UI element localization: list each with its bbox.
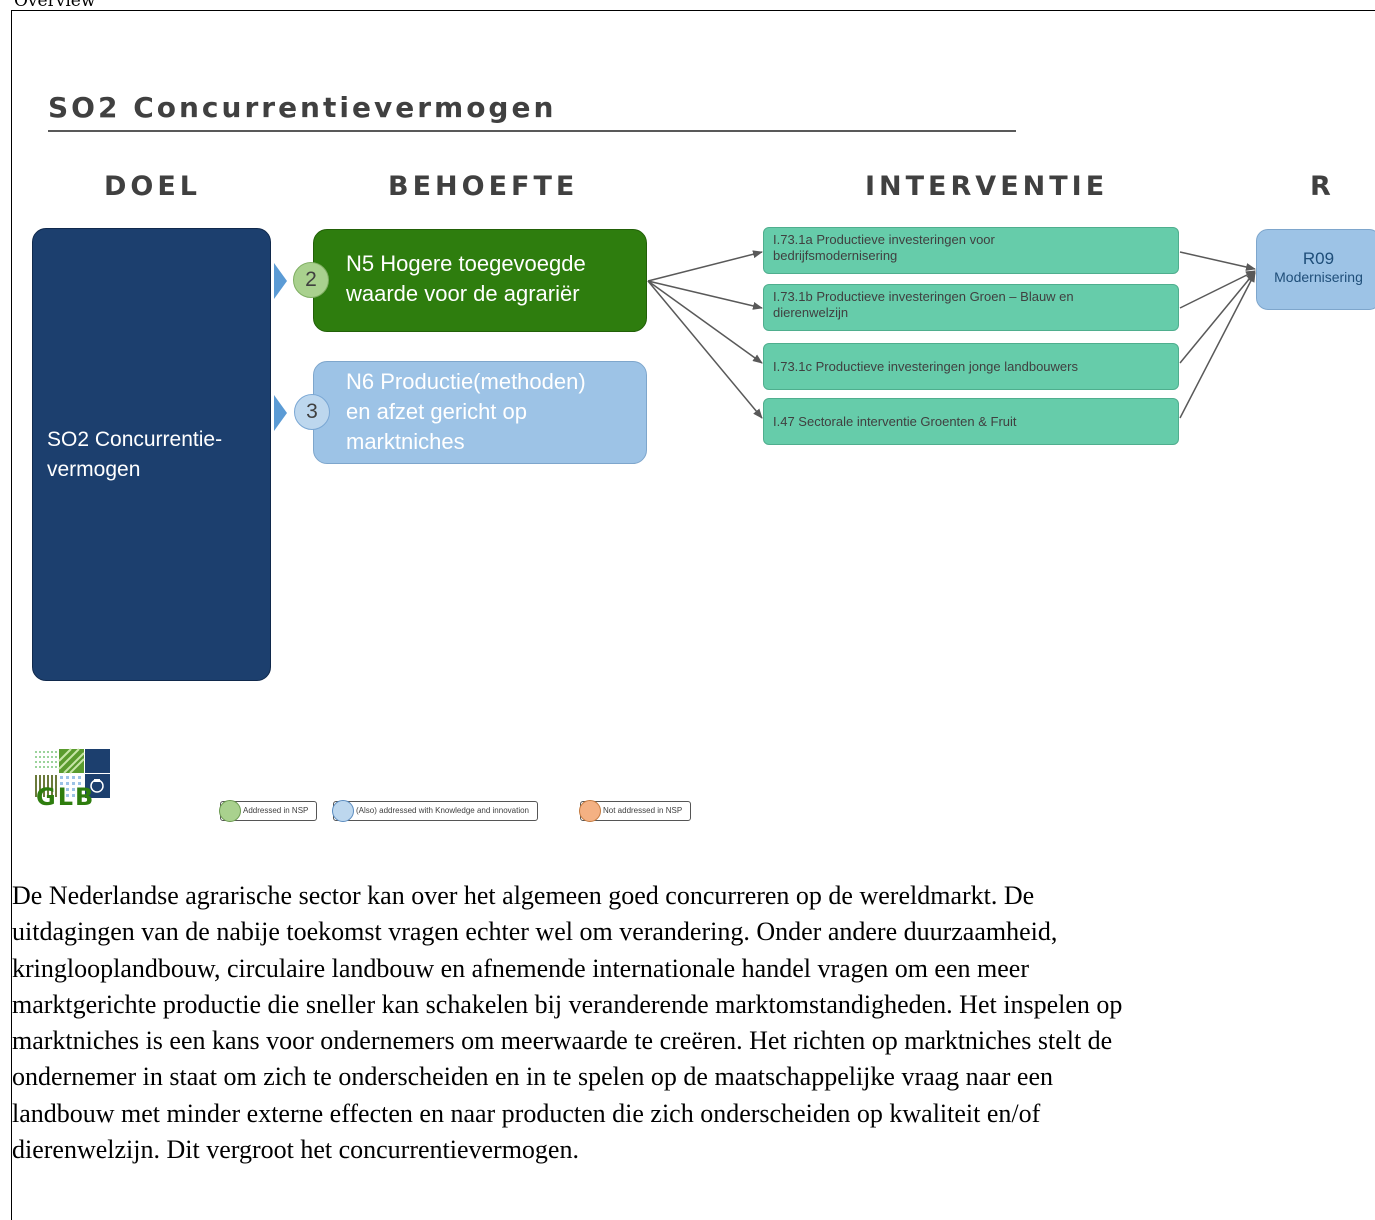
legend-swatch-blue	[332, 800, 354, 822]
connector-i47-r09	[1179, 272, 1256, 419]
legend-addressed: Addressed in NSP	[219, 800, 318, 822]
doel-box: SO2 Concurrentie- vermogen	[32, 228, 271, 681]
connector-arrows	[647, 250, 1256, 419]
need-2-pointer	[274, 263, 287, 299]
document-frame	[11, 10, 1375, 1220]
need-number-badge: 3	[294, 394, 330, 430]
column-header-interventie: INTERVENTIE	[865, 171, 1109, 202]
intervention-line-1: I.73.1a Productieve investeringen voor	[773, 232, 995, 247]
need-n6-line-2: en afzet gericht op	[346, 399, 528, 424]
connector-n5-i47	[647, 280, 763, 419]
paragraph-line: kringlooplandbouw, circulaire landbouw e…	[12, 953, 1029, 983]
need-number-badge: 2	[293, 262, 329, 298]
intervention-line-1: I.73.1b Productieve investeringen Groen …	[773, 289, 1074, 304]
need-n6-line-3: marktniches	[346, 429, 465, 454]
paragraph-line: ondernemer in staat om zich te ondersche…	[12, 1062, 1054, 1092]
legend-swatch-green	[219, 800, 241, 822]
intervention-i731b: I.73.1b Productieve investeringen Groen …	[763, 284, 1179, 331]
connector-i731c-r09	[1179, 271, 1256, 364]
doel-label: SO2 Concurrentie- vermogen	[47, 425, 257, 485]
result-label: Modernisering	[1274, 269, 1363, 285]
paragraph-line: dierenwelzijn. Dit vergroot het concurre…	[12, 1135, 579, 1165]
intervention-i731a: I.73.1a Productieve investeringen voor b…	[763, 227, 1179, 274]
legend-knowledge: (Also) addressed with Knowledge and inno…	[332, 800, 538, 822]
result-code: R09	[1302, 249, 1335, 268]
connector-i731b-r09	[1179, 270, 1256, 309]
connector-n5-i731a	[647, 250, 763, 282]
connector-i731a-r09	[1179, 251, 1256, 271]
legend-swatch-orange	[579, 800, 601, 822]
connector-n5-i731c	[647, 280, 763, 364]
need-3-pointer	[274, 395, 287, 431]
intervention-logic-slide: SO2 Concurrentievermogen DOEL BEHOEFTE I…	[12, 11, 1375, 856]
glb-logo-text: GLB	[36, 783, 96, 811]
intervention-i47: I.47 Sectorale interventie Groenten & Fr…	[763, 398, 1179, 445]
need-n6-box: N6 Productie(methoden) en afzet gericht …	[313, 361, 647, 464]
slide-title: SO2 Concurrentievermogen	[48, 91, 557, 124]
result-r09-box: R09 Modernisering	[1256, 229, 1375, 310]
column-header-behoefte: BEHOEFTE	[388, 171, 579, 202]
legend-label: Addressed in NSP	[243, 806, 309, 815]
title-underline	[48, 130, 1016, 132]
legend-label: Not addressed in NSP	[603, 806, 683, 815]
need-n5-line-1: N5 Hogere toegevoegde	[346, 251, 586, 276]
legend-label: (Also) addressed with Knowledge and inno…	[356, 806, 529, 815]
glb-logo-icon	[34, 748, 110, 798]
paragraph-line: De Nederlandse agrarische sector kan ove…	[12, 881, 1035, 910]
connector-n5-i731b	[647, 280, 763, 310]
intervention-line-2: bedrijfsmodernisering	[773, 248, 898, 263]
doel-label-line-1: SO2 Concurrentie-	[47, 428, 223, 451]
description-paragraph: De Nederlandse agrarische sector kan ove…	[12, 878, 1375, 1168]
intervention-line-1: I.73.1c Productieve investeringen jonge …	[773, 358, 1078, 374]
clipped-heading: Overview	[14, 0, 96, 11]
need-n6-line-1: N6 Productie(methoden)	[346, 369, 586, 394]
paragraph-line: uitdagingen van de nabije toekomst vrage…	[12, 917, 1058, 947]
intervention-line-1: I.47 Sectorale interventie Groenten & Fr…	[773, 413, 1017, 429]
need-n5-line-2: waarde voor de agrariër	[346, 281, 580, 306]
paragraph-line: marktniches is een kans voor ondernemers…	[12, 1026, 1113, 1056]
doel-label-line-2: vermogen	[47, 458, 141, 481]
column-header-result: R	[1310, 171, 1335, 202]
paragraph-line: landbouw met minder externe effecten en …	[12, 1098, 1041, 1128]
column-header-doel: DOEL	[104, 171, 202, 202]
intervention-i731c: I.73.1c Productieve investeringen jonge …	[763, 343, 1179, 390]
intervention-line-2: dierenwelzijn	[773, 305, 849, 320]
paragraph-line: marktgerichte productie die sneller kan …	[12, 989, 1123, 1019]
need-n5-box: N5 Hogere toegevoegde waarde voor de agr…	[313, 229, 647, 332]
legend-not-addressed: Not addressed in NSP	[579, 800, 692, 822]
